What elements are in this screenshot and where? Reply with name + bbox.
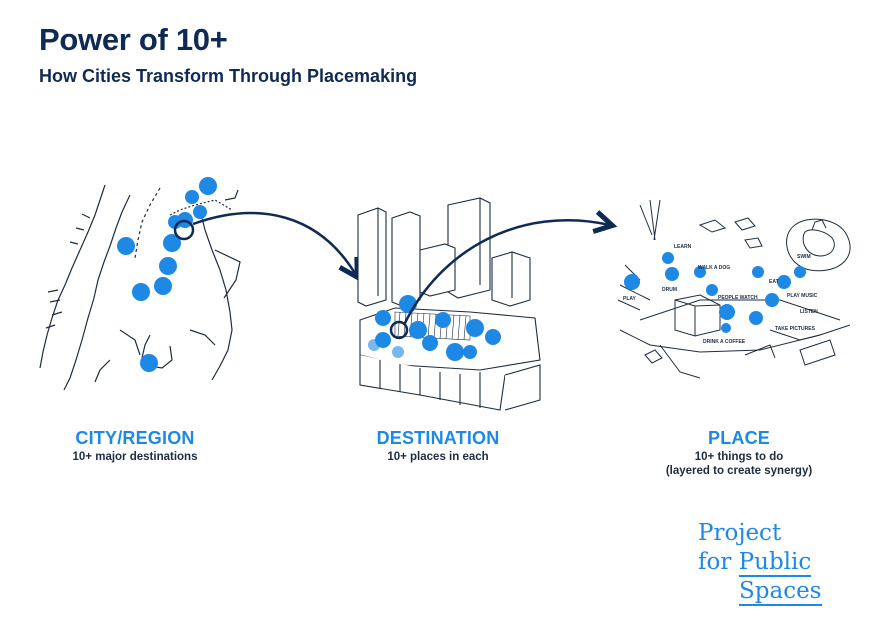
arrow-destination-to-place — [402, 220, 610, 326]
activity-people-watch: PEOPLE WATCH — [718, 295, 758, 301]
arrow-city-to-destination — [192, 211, 356, 275]
stage-place: PLACE 10+ things to do (layered to creat… — [619, 428, 859, 478]
logo-spaces: Spaces — [739, 578, 822, 606]
place-activity-markers — [624, 252, 806, 333]
activity-walk-a-dog: WALK A DOG — [698, 265, 730, 271]
activity-swim: SWIM — [797, 254, 811, 260]
stage-name: DESTINATION — [376, 428, 500, 448]
logo-line-2: for Public — [698, 548, 822, 577]
destination-selected-place — [389, 320, 409, 340]
stage-destination: DESTINATION 10+ places in each — [318, 428, 558, 464]
stage-description-secondary: (layered to create synergy) — [665, 465, 813, 477]
place-activity-labels: LEARN SWIM WALK A DOG EAT PLAY DRUM PEOP… — [623, 244, 818, 345]
logo-for: for — [698, 549, 732, 575]
place-sketch — [617, 199, 851, 379]
pps-logo: Project for Public Spaces — [698, 519, 822, 606]
logo-line-3: Spaces — [698, 577, 822, 606]
stage-name: CITY/REGION — [75, 428, 195, 448]
activity-learn: LEARN — [674, 244, 692, 250]
activity-drum: DRUM — [662, 287, 677, 293]
city-destination-markers — [117, 177, 217, 372]
city-region-map — [39, 184, 241, 391]
activity-drink-a-coffee: DRINK A COFFEE — [703, 339, 746, 345]
activity-take-pictures: TAKE PICTURES — [775, 326, 816, 332]
activity-eat: EAT — [769, 279, 779, 285]
stage-city-region: CITY/REGION 10+ major destinations — [15, 428, 255, 464]
activity-play-music: PLAY MUSIC — [787, 293, 818, 299]
activity-listen: LISTEN — [800, 309, 818, 315]
logo-public: Public — [738, 549, 812, 577]
stage-name: PLACE — [707, 428, 770, 448]
logo-line-1: Project — [698, 520, 782, 546]
activity-play: PLAY — [623, 296, 637, 302]
destination-place-markers — [368, 295, 501, 361]
page-title: Power of 10+ — [39, 22, 228, 57]
stage-description: 10+ places in each — [387, 451, 489, 463]
city-selected-destination — [173, 219, 195, 241]
stage-description: 10+ things to do — [694, 451, 784, 463]
page-subtitle: How Cities Transform Through Placemaking — [39, 66, 418, 86]
stage-description: 10+ major destinations — [72, 451, 198, 463]
